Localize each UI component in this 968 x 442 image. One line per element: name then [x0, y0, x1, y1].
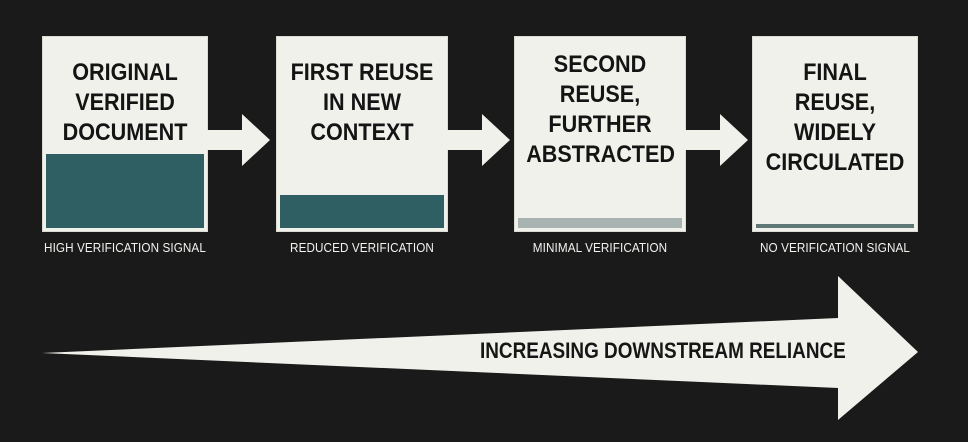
verification-bar-first-reuse [280, 195, 444, 228]
stage-title-line: VERIFIED [75, 89, 175, 116]
stage-title-line: FURTHER [548, 111, 652, 138]
stage-card-first-reuse: FIRST REUSE IN NEW CONTEXT [276, 36, 448, 232]
caption-first-reuse: REDUCED VERIFICATION [290, 240, 434, 255]
verification-bar-original [46, 154, 204, 228]
reliance-label: INCREASING DOWNSTREAM RELIANCE [480, 338, 846, 363]
stage-card-original: ORIGINAL VERIFIED DOCUMENT [42, 36, 208, 232]
stage-title-line: CIRCULATED [765, 149, 905, 176]
stage-title-line: ORIGINAL [72, 59, 178, 86]
stage-title-line: ABSTRACTED [526, 141, 675, 168]
stage-card-final-reuse: FINAL REUSE, WIDELY CIRCULATED [752, 36, 918, 232]
connector-arrow-icon [684, 114, 748, 166]
stage-title-line: CONTEXT [310, 119, 414, 146]
stage-title-line: SECOND [553, 51, 647, 78]
stage-title-line: IN NEW [322, 89, 401, 116]
stage-title-line: FINAL REUSE, [794, 59, 876, 116]
verification-bar-final-reuse [756, 224, 914, 228]
stage-card-second-reuse: SECOND REUSE, FURTHER ABSTRACTED [514, 36, 686, 232]
stage-title-line: FIRST REUSE [290, 59, 434, 86]
stage-title-first-reuse: FIRST REUSE IN NEW CONTEXT [285, 58, 440, 148]
stage-title-original: ORIGINAL VERIFIED DOCUMENT [50, 58, 199, 148]
caption-final-reuse: NO VERIFICATION SIGNAL [760, 240, 910, 255]
stage-title-line: REUSE, [559, 81, 641, 108]
stage-title-line: DOCUMENT [62, 119, 188, 146]
connector-arrow-icon [446, 114, 510, 166]
connector-arrow-icon [206, 114, 270, 166]
caption-second-reuse: MINIMAL VERIFICATION [532, 240, 668, 255]
stage-title-second-reuse: SECOND REUSE, FURTHER ABSTRACTED [523, 50, 678, 170]
stage-title-final-reuse: FINAL REUSE, WIDELY CIRCULATED [760, 58, 909, 178]
verification-bar-second-reuse [518, 218, 682, 228]
caption-original: HIGH VERIFICATION SIGNAL [44, 240, 206, 255]
stage-title-line: WIDELY [793, 119, 877, 146]
